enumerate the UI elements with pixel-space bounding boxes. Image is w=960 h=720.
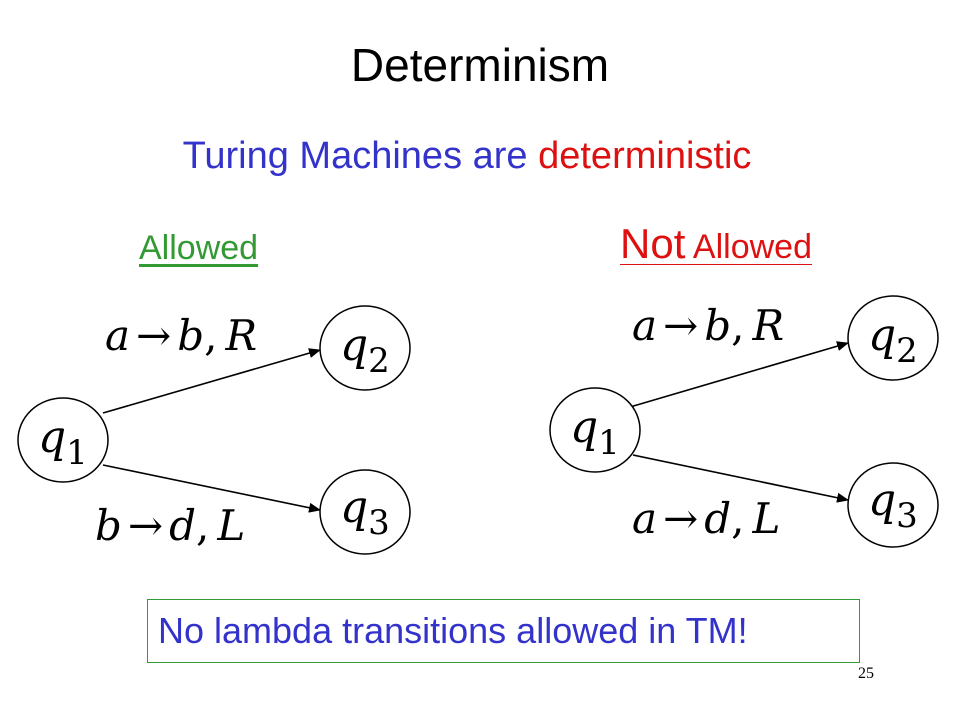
allowed-lower-read: b bbox=[95, 501, 122, 550]
not-allowed-lower-sep: , bbox=[731, 494, 744, 543]
allowed-transition-lower: b→d,L bbox=[95, 501, 245, 550]
not-allowed-edge-lower bbox=[632, 454, 849, 503]
allowed-edge-lower bbox=[102, 464, 321, 513]
not-allowed-upper-write: b bbox=[704, 301, 731, 350]
slide-title: Determinism bbox=[350, 39, 610, 91]
page-number: 25 bbox=[858, 665, 874, 682]
not-allowed-heading-allowed: Allowed bbox=[685, 228, 812, 266]
allowed-upper-sep: , bbox=[204, 311, 217, 360]
allowed-state-q1 bbox=[17, 397, 109, 483]
lambda-note-box: No lambda transitions allowed in TM! bbox=[147, 599, 860, 663]
allowed-upper-read: a bbox=[105, 311, 130, 360]
allowed-q3-letter: q bbox=[340, 482, 368, 533]
allowed-diagram: q1 q2 q3 a→b,R b→d,L bbox=[17, 305, 411, 555]
allowed-transition-upper: a→b,R bbox=[105, 311, 257, 360]
not-allowed-state-q1 bbox=[549, 387, 641, 473]
slide-subtitle: Turing Machines are deterministic bbox=[0, 135, 934, 178]
not-allowed-state-q2 bbox=[847, 295, 939, 381]
subtitle-highlight: deterministic bbox=[538, 135, 752, 177]
not-allowed-upper-move: R bbox=[752, 301, 785, 350]
not-allowed-lower-read: a bbox=[632, 494, 657, 543]
not-allowed-upper-arrow: → bbox=[663, 301, 698, 350]
not-allowed-q3-subscript: 3 bbox=[896, 496, 918, 536]
allowed-lower-write: d bbox=[169, 501, 196, 550]
allowed-upper-arrow: → bbox=[136, 311, 171, 360]
not-allowed-lower-move: L bbox=[752, 494, 781, 543]
not-allowed-upper-sep: , bbox=[731, 301, 744, 350]
not-allowed-lower-write: d bbox=[704, 494, 731, 543]
not-allowed-heading: Not Allowed bbox=[620, 220, 812, 268]
allowed-upper-write: b bbox=[177, 311, 204, 360]
allowed-state-q1-label: q1 bbox=[38, 412, 88, 473]
allowed-q1-subscript: 1 bbox=[66, 433, 88, 473]
not-allowed-transition-upper: a→b,R bbox=[632, 301, 784, 350]
allowed-state-q2-label: q2 bbox=[340, 320, 390, 381]
allowed-q1-letter: q bbox=[38, 412, 66, 463]
allowed-lower-arrow: → bbox=[128, 501, 163, 550]
allowed-q2-letter: q bbox=[340, 320, 368, 371]
not-allowed-edge-upper bbox=[629, 341, 849, 408]
not-allowed-diagram: q1 q2 q3 a→b,R a→d,L bbox=[549, 295, 939, 548]
not-allowed-transition-lower: a→d,L bbox=[632, 494, 780, 543]
allowed-q3-subscript: 3 bbox=[368, 503, 390, 543]
not-allowed-q1-subscript: 1 bbox=[598, 423, 620, 463]
not-allowed-state-q1-label: q1 bbox=[570, 402, 620, 463]
not-allowed-state-q2-label: q2 bbox=[868, 310, 918, 371]
allowed-lower-sep: , bbox=[196, 501, 209, 550]
subtitle-prefix: Turing Machines are bbox=[182, 135, 539, 177]
allowed-lower-move: L bbox=[216, 501, 245, 550]
allowed-state-q3 bbox=[319, 469, 411, 555]
not-allowed-q2-letter: q bbox=[868, 310, 896, 361]
not-allowed-state-q3-label: q3 bbox=[868, 475, 918, 536]
not-allowed-q1-letter: q bbox=[570, 402, 598, 453]
not-allowed-lower-arrow: → bbox=[663, 494, 698, 543]
allowed-state-q2 bbox=[319, 305, 411, 391]
allowed-heading: Allowed bbox=[139, 229, 259, 267]
allowed-state-q3-label: q3 bbox=[340, 482, 390, 543]
not-allowed-upper-read: a bbox=[632, 301, 657, 350]
not-allowed-state-q3 bbox=[847, 462, 939, 548]
not-allowed-q2-subscript: 2 bbox=[896, 331, 918, 371]
not-allowed-heading-not: Not bbox=[620, 220, 686, 267]
not-allowed-q3-letter: q bbox=[868, 475, 896, 526]
allowed-q2-subscript: 2 bbox=[368, 341, 390, 381]
allowed-edge-upper bbox=[102, 348, 321, 414]
allowed-upper-move: R bbox=[225, 311, 258, 360]
